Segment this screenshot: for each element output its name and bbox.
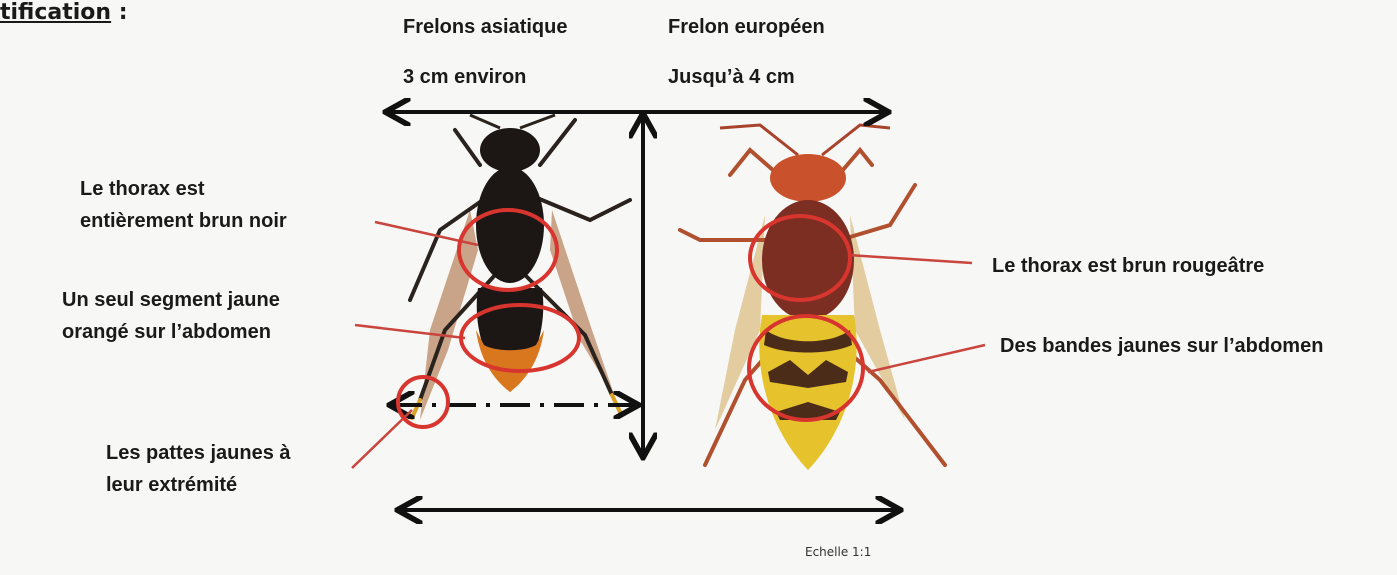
european-hornet-antennae: [720, 125, 890, 155]
leader-european-thorax: [848, 255, 972, 263]
european-hornet-head: [770, 154, 846, 202]
asian-hornet-head: [480, 128, 540, 172]
asian-hornet-illustration: [410, 115, 630, 420]
asian-hornet-thorax: [476, 167, 544, 283]
asian-hornet-antennae: [470, 115, 555, 128]
